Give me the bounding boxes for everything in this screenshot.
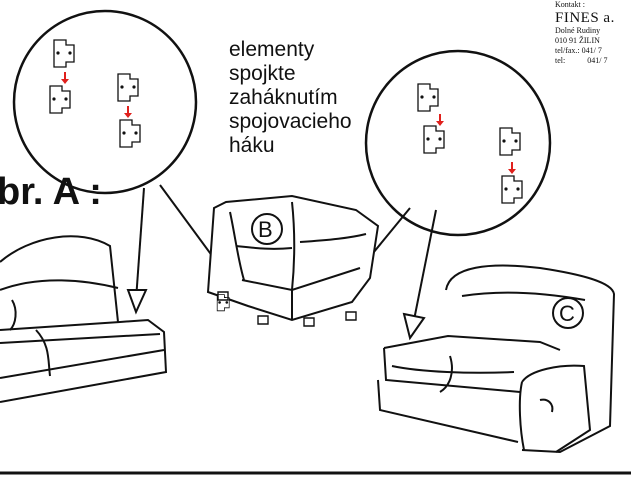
- contact-city: 010 91 ŽILIN: [555, 36, 600, 45]
- instruction-line: spojovacieho: [229, 110, 352, 133]
- corner-module: [206, 194, 380, 327]
- contact-street: Dolné Rudiny: [555, 26, 601, 35]
- telfax-label: tel/fax.:: [555, 46, 580, 55]
- right-sofa-letter: C: [559, 301, 575, 326]
- contact-tel: tel: 041/ 7: [555, 56, 615, 66]
- left-sofa: [0, 235, 168, 403]
- contact-telfax: tel/fax.: 041/ 7: [555, 46, 615, 56]
- hook-markers: [217, 291, 357, 327]
- tel-label: tel:: [555, 56, 566, 65]
- instruction-line: háku: [229, 134, 275, 157]
- right-sofa: [377, 264, 616, 454]
- right-detail-circle: [364, 49, 552, 237]
- instruction-line: zaháknutím: [229, 86, 338, 109]
- instruction-line: elementy: [229, 38, 315, 61]
- left-detail-circle: [12, 9, 198, 195]
- instruction-text: elementy spojkte zaháknutím spojovacieho…: [229, 38, 352, 158]
- figure-label: br. A :: [0, 171, 102, 213]
- contact-heading: Kontakt :: [555, 0, 585, 9]
- corner-module-letter: B: [258, 217, 273, 242]
- tel-value: 041/ 7: [587, 56, 608, 65]
- contact-block: Kontakt : FINES a. Dolné Rudiny 010 91 Ž…: [555, 0, 615, 66]
- company-name: FINES a.: [555, 10, 615, 26]
- instruction-line: spojkte: [229, 62, 296, 85]
- telfax-value: 041/ 7: [581, 46, 602, 55]
